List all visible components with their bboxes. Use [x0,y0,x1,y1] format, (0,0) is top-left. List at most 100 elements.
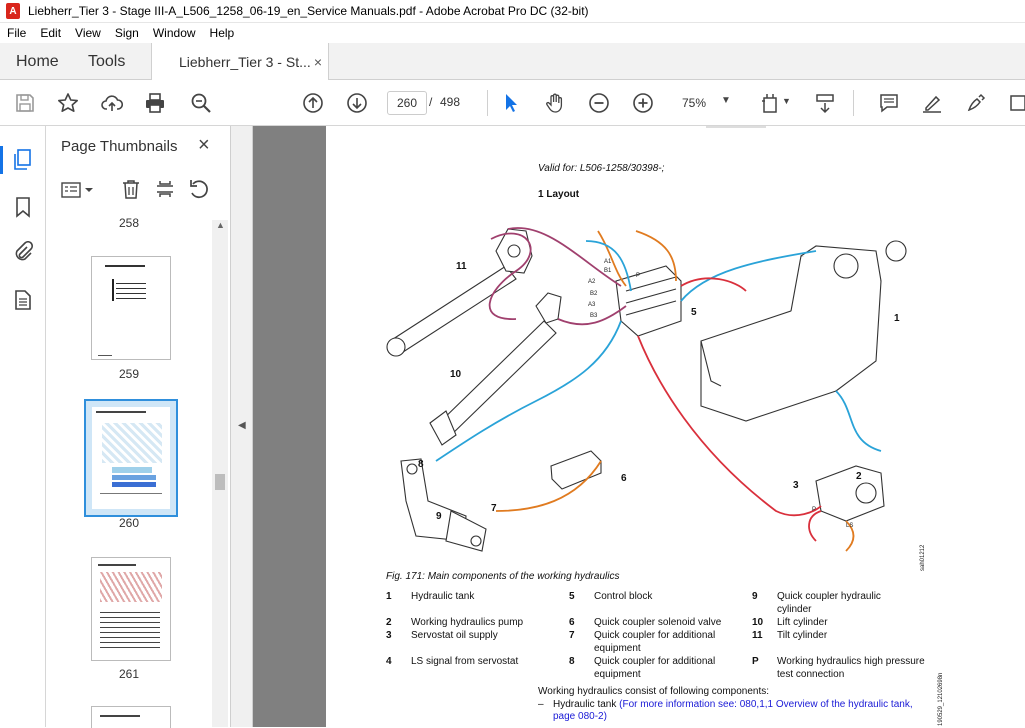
callout-8: 8 [418,459,424,470]
figure-id: sah01212 [920,544,926,571]
legend-num: P [752,656,759,667]
rotate-page-icon[interactable] [188,178,210,203]
menu-file[interactable]: File [7,26,27,40]
thumbnail-options-icon[interactable] [60,180,96,203]
legend-num: 11 [752,630,763,641]
callout-2: 2 [856,471,862,482]
page-thumbnails-icon[interactable] [12,148,34,175]
zoom-search-icon[interactable] [187,89,215,117]
highlight-pen-icon[interactable] [918,89,946,117]
callout-10: 10 [450,369,462,380]
comment-icon[interactable] [875,89,903,117]
delete-page-icon[interactable] [120,178,142,203]
legend-text: Quick coupler solenoid valve [594,617,722,628]
legend-text: LS signal from servostat [411,656,519,667]
port-label: A2 [588,279,596,285]
thumbnail-label: 260 [118,516,140,530]
pdf-page: Valid for: L506-1258/30398-; 1 Layout [326,126,1025,727]
legend-text: Working hydraulics pump [411,617,524,628]
legend-num: 5 [569,591,575,602]
callout-5: 5 [691,307,697,318]
legend-num: 8 [569,656,575,667]
select-cursor-icon[interactable] [497,89,525,117]
menu-window[interactable]: Window [152,26,196,40]
cross-reference-link[interactable]: (For more information see: 080,1,1 Overv… [553,699,913,722]
port-label: B3 [590,313,598,319]
panel-splitter[interactable]: ◀ [231,126,253,727]
legend-text: Working hydraulics high pressure test co… [777,656,925,680]
tab-close-icon[interactable]: × [313,54,322,70]
legend-num: 2 [386,617,392,628]
port-label: A1 [604,259,612,265]
tab-home[interactable]: Home [16,52,59,70]
figure-caption: Fig. 171: Main components of the working… [386,571,620,582]
navigation-rail [0,126,46,727]
bookmark-star-icon[interactable] [54,89,82,117]
page-thumbnail-261[interactable] [91,557,171,661]
panel-close-icon[interactable]: × [198,134,210,156]
hand-tool-icon[interactable] [541,89,569,117]
chevron-down-icon[interactable]: ▼ [782,96,791,106]
bookmark-icon[interactable] [13,196,33,221]
thumbnail-scrollbar[interactable]: ▲ [212,220,228,727]
page-fit-icon[interactable] [757,89,785,117]
zoom-out-icon[interactable] [585,89,613,117]
legend-num: 1 [386,591,392,602]
collapse-panel-icon[interactable]: ◀ [238,420,246,431]
page-thumbnail-262[interactable] [91,706,171,728]
port-label: A3 [588,302,596,308]
active-indicator [0,146,3,174]
legend-text: Quick coupler for additional equipment [594,630,716,654]
bullet-text: Hydraulic tank [553,699,617,710]
chevron-down-icon: ▼ [721,95,731,106]
tab-tools[interactable]: Tools [88,52,126,70]
toolbar: 75% ▼ ▼ [0,80,1025,126]
zoom-in-icon[interactable] [629,89,657,117]
document-layers-icon[interactable] [13,289,33,314]
cut-off-heading [706,126,766,128]
next-page-icon[interactable] [343,89,371,117]
thumbnail-label: 259 [118,367,140,381]
more-tools-icon[interactable] [1004,89,1025,117]
scroll-up-icon[interactable]: ▲ [216,220,225,230]
menu-help[interactable]: Help [209,26,235,40]
callout-1: 1 [894,313,900,324]
panel-title: Page Thumbnails [61,138,178,155]
sign-pen-icon[interactable] [962,89,990,117]
scroll-mode-icon[interactable] [811,89,839,117]
legend-text: Quick coupler hydraulic cylinder [777,591,881,615]
scrollbar-thumb[interactable] [215,474,225,490]
zoom-value: 75% [682,96,707,110]
bullet-marker: – [538,699,544,710]
attachment-icon[interactable] [12,240,34,266]
previous-page-icon[interactable] [299,89,327,117]
print-icon[interactable] [141,89,169,117]
zoom-dropdown[interactable]: 75% ▼ [675,92,737,114]
toolbar-separator [853,90,854,116]
legend-text: Lift cylinder [777,617,828,628]
menu-view[interactable]: View [75,26,101,40]
legend-num: 4 [386,656,392,667]
page-thumbnail-259[interactable] [91,256,171,360]
page-number-input[interactable]: 260 [387,91,427,115]
menu-edit[interactable]: Edit [40,26,62,40]
document-viewport[interactable]: Valid for: L506-1258/30398-; 1 Layout [253,126,1025,727]
quick-coupler-linkage [400,458,487,552]
tab-document[interactable]: Liebherr_Tier 3 - St... × [151,43,329,81]
total-pages: 498 [440,95,461,109]
save-icon[interactable] [11,89,39,117]
page-thumbnail-260-selected[interactable] [84,399,178,517]
extract-pages-icon[interactable] [154,178,176,203]
legend-num: 7 [569,630,575,641]
legend-text: Control block [594,591,653,602]
tab-document-label: Liebherr_Tier 3 - St... [179,54,311,70]
hydraulic-pump [815,465,885,522]
port-label: B1 [604,268,612,274]
upload-cloud-icon[interactable] [98,89,126,117]
thumbnails-panel: Page Thumbnails × 258 259 260 [46,126,231,728]
legend-num: 10 [752,617,764,628]
menu-sign[interactable]: Sign [114,26,139,40]
page-separator: / [429,95,433,109]
thumbnail-label: 261 [118,667,140,681]
solenoid-valve [550,450,602,490]
